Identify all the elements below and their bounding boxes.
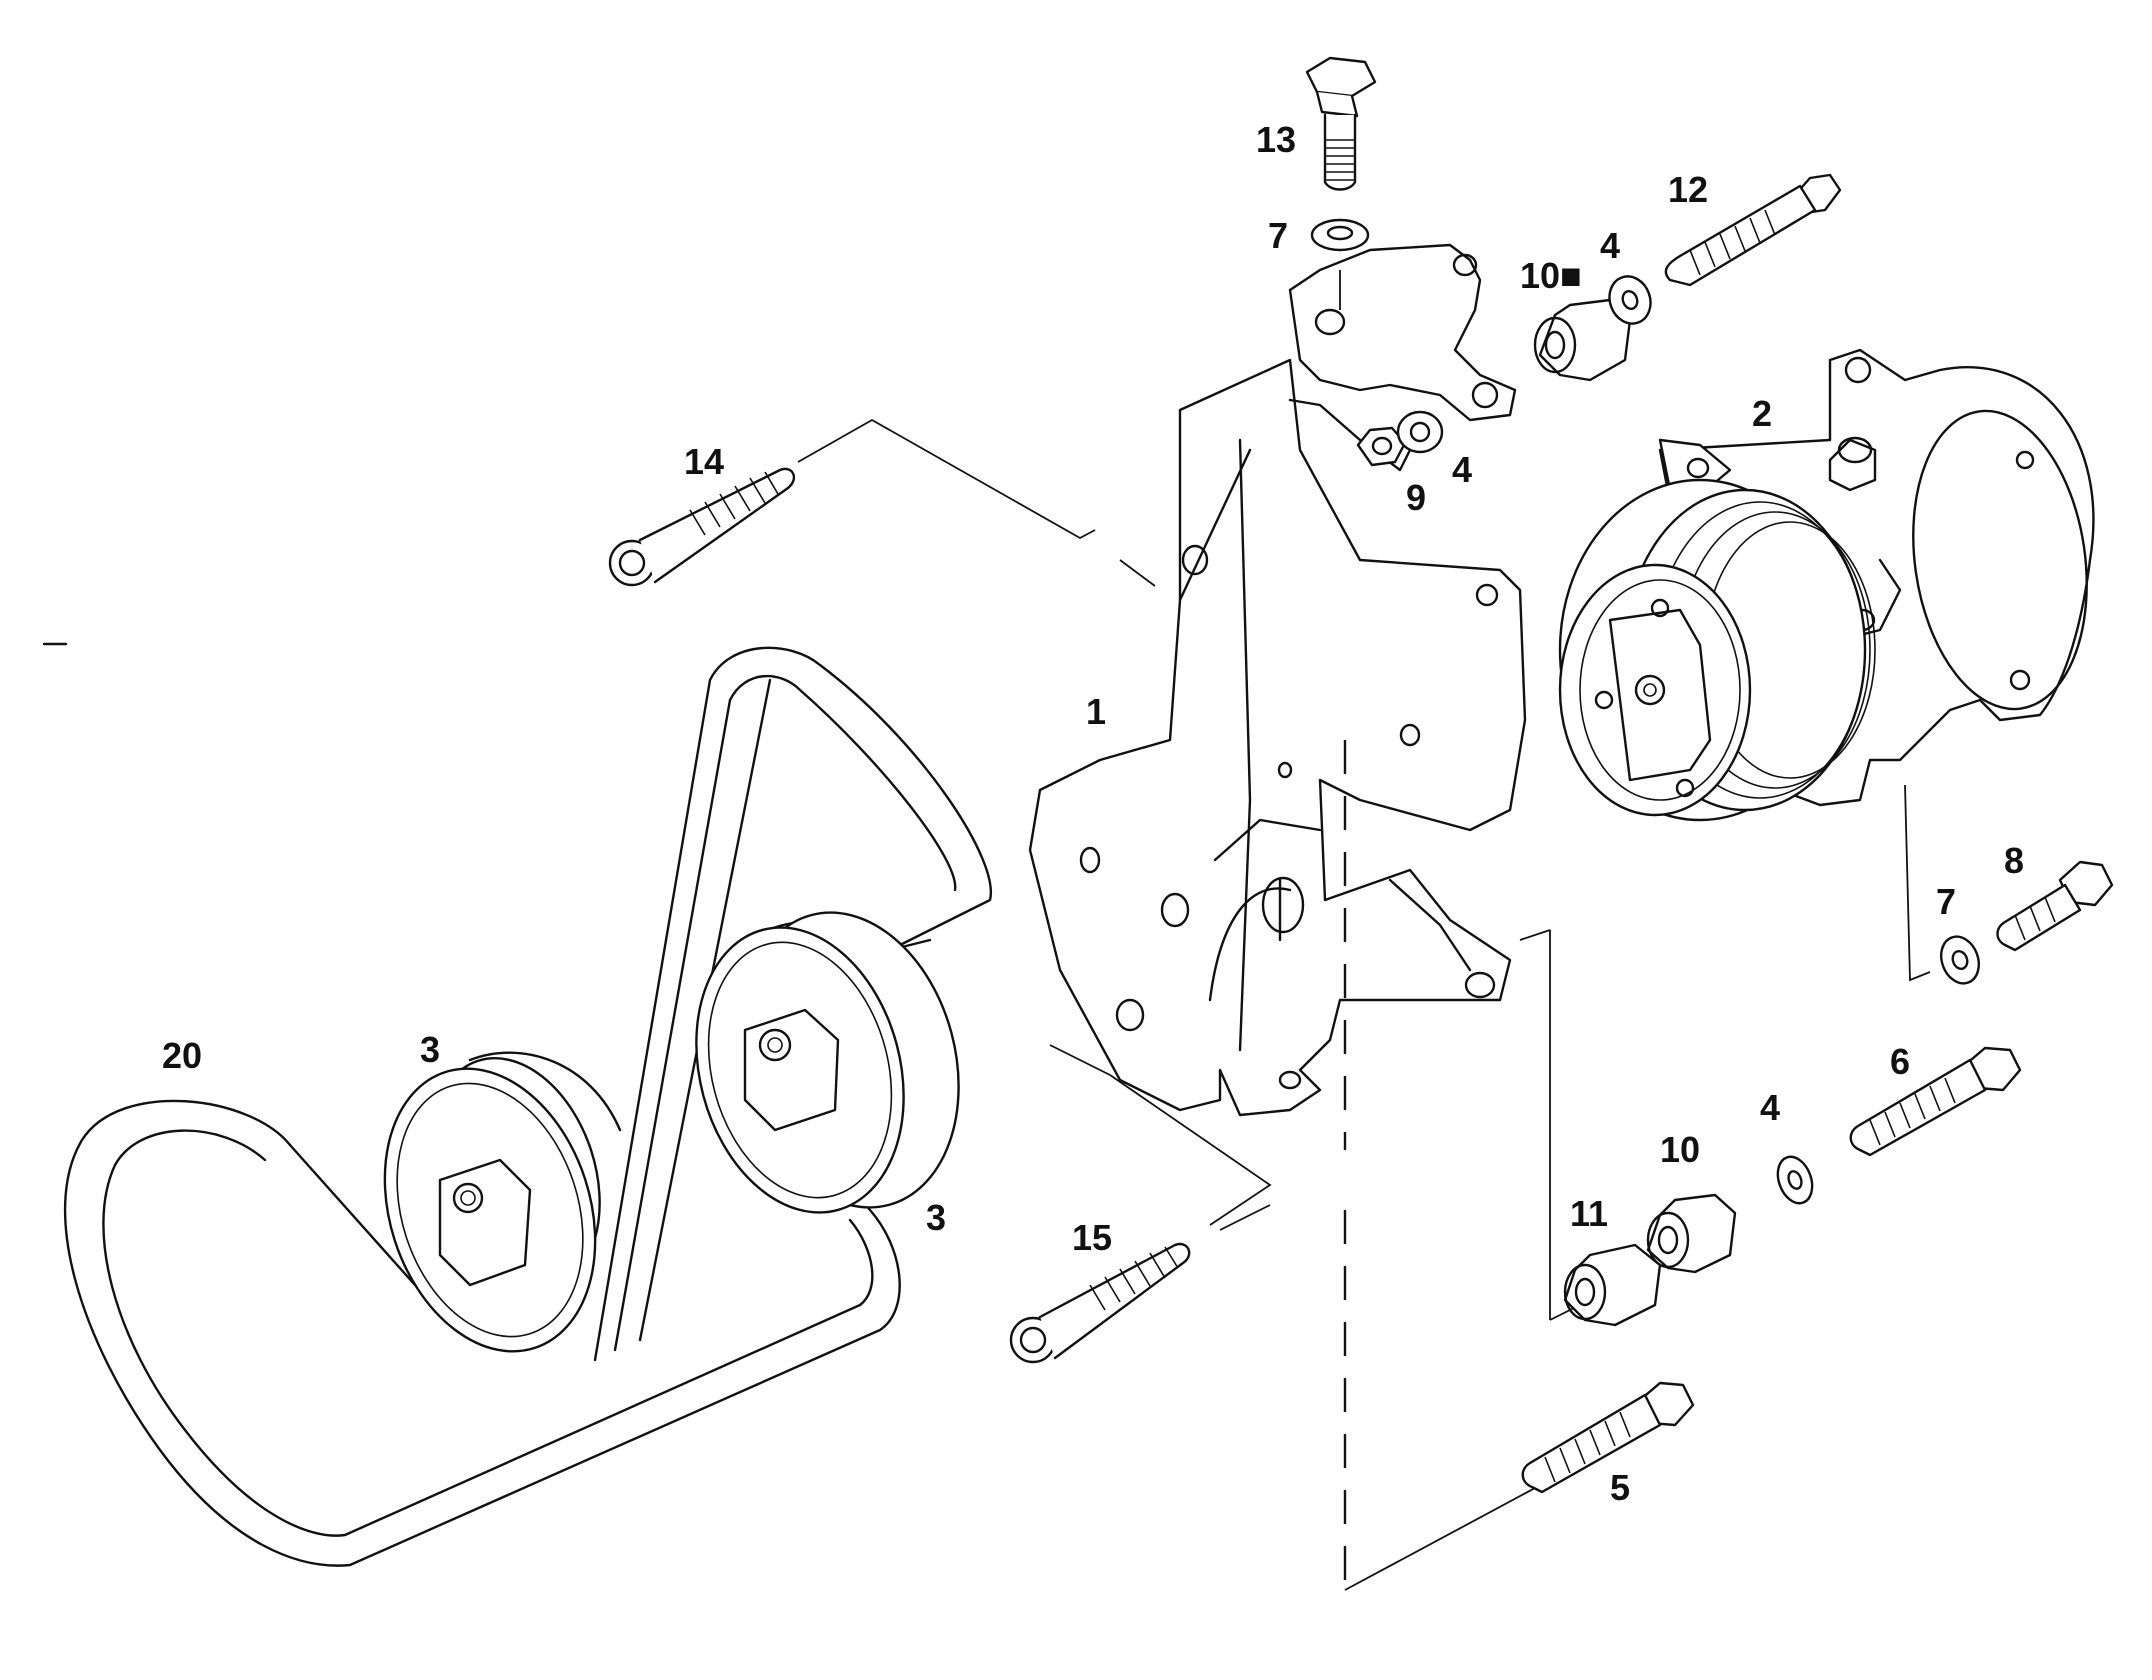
callout-13: 13: [1256, 119, 1297, 160]
callout-3-right: 3: [926, 1197, 947, 1238]
bolt-5: [1521, 1381, 1695, 1494]
bolt-15: [1009, 1242, 1191, 1364]
bolt-14: [608, 467, 796, 587]
nut-9: [1356, 426, 1407, 467]
spacer-10-top: [1533, 298, 1632, 382]
callout-8: 8: [2004, 840, 2025, 881]
bolt-13: [1305, 56, 1377, 191]
callout-11: 11: [1570, 1193, 1609, 1234]
callout-14: 14: [684, 441, 725, 482]
callout-10-top: 10■: [1520, 255, 1582, 296]
bolt-12: [1664, 173, 1842, 287]
callout-12: 12: [1668, 169, 1709, 210]
washer-4-top: [1608, 275, 1652, 325]
callout-10-bottom: 10: [1660, 1129, 1701, 1170]
callout-4-mid: 4: [1452, 449, 1473, 490]
callout-15: 15: [1072, 1217, 1113, 1258]
callout-1: 1: [1086, 691, 1107, 732]
washer-4-mid: [1396, 410, 1444, 454]
spacer-11: [1563, 1243, 1662, 1327]
mounting-bracket: [1028, 243, 1527, 1117]
bolt-6: [1849, 1046, 2022, 1157]
idler-pulley-left: [383, 1051, 622, 1353]
washer-7-right: [1939, 935, 1981, 985]
callout-9: 9: [1406, 477, 1427, 518]
callout-5: 5: [1610, 1467, 1631, 1508]
callout-4-bottom: 4: [1760, 1087, 1781, 1128]
ac-compressor: [1558, 348, 2095, 822]
washer-7-top: [1310, 218, 1370, 252]
bolt-8: [1996, 860, 2114, 952]
callout-4-top: 4: [1600, 225, 1621, 266]
drive-belt: [63, 646, 993, 1567]
callout-6: 6: [1890, 1041, 1911, 1082]
callout-2: 2: [1752, 393, 1773, 434]
callout-3-left: 3: [420, 1029, 441, 1070]
washer-4-bottom: [1776, 1155, 1814, 1205]
callout-7-right: 7: [1936, 881, 1957, 922]
idler-pulley-right: [695, 911, 960, 1214]
callout-7-top: 7: [1268, 215, 1289, 256]
spacer-10-bottom: [1646, 1193, 1737, 1274]
callout-20: 20: [162, 1035, 203, 1076]
